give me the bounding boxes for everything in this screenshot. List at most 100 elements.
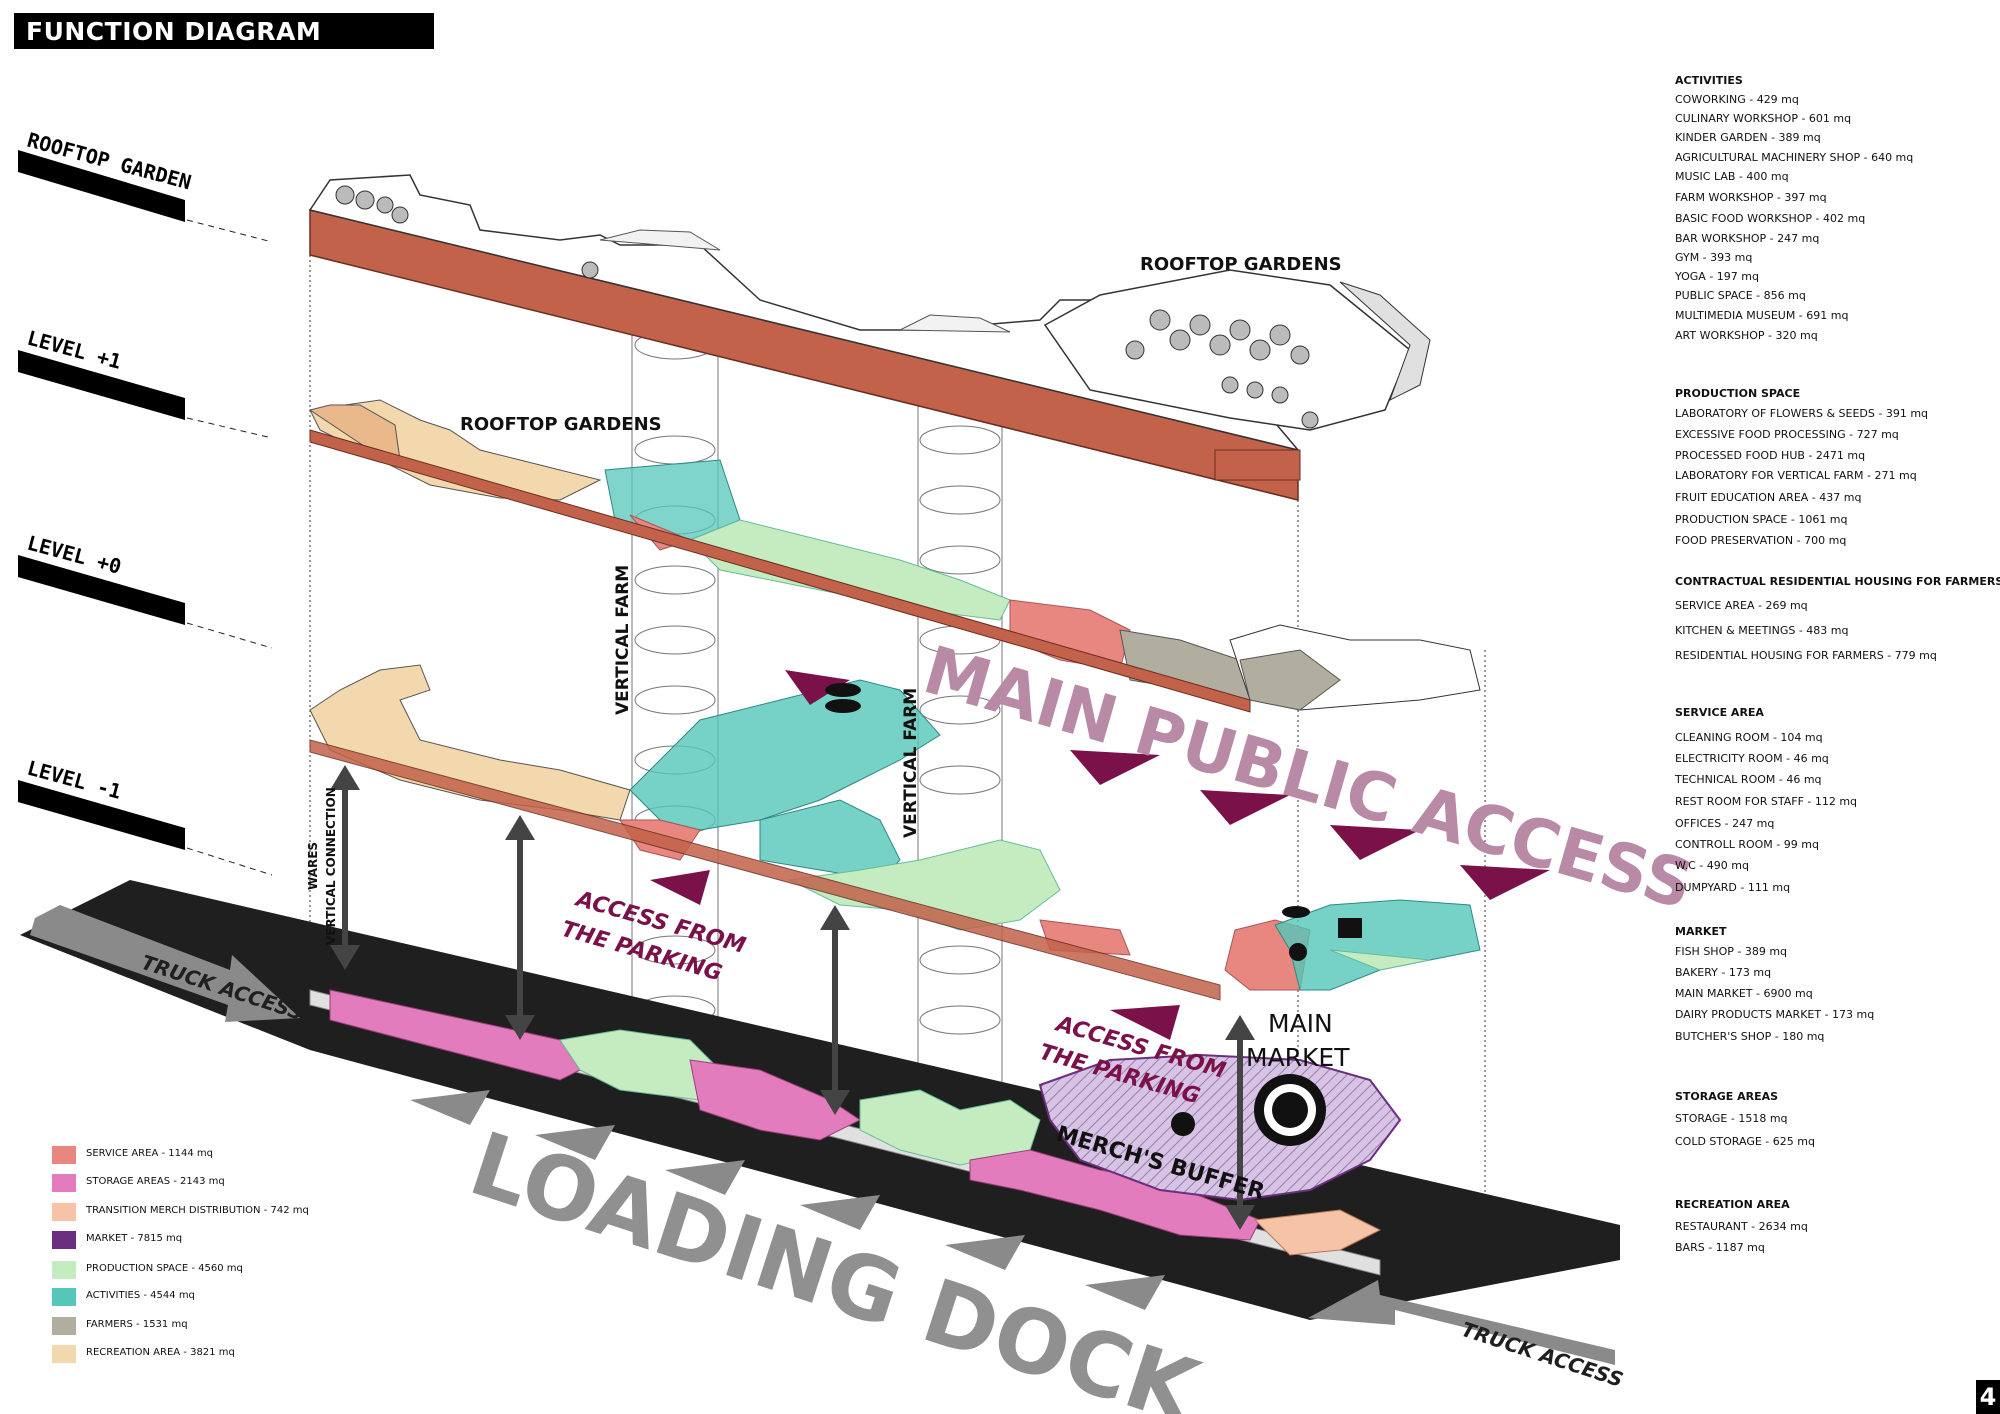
level-label-plus1: LEVEL +1: [18, 326, 273, 439]
level-label-plus0: LEVEL +0: [18, 531, 273, 649]
list-item: AGRICULTURAL MACHINERY SHOP - 640 mq: [1675, 151, 1914, 164]
vertical-connection-label: VERTICAL CONNECTION: [324, 787, 338, 945]
legend-label: ACTIVITIES - 4544 mq: [86, 1290, 195, 1301]
legend-label: STORAGE AREAS - 2143 mq: [86, 1176, 225, 1187]
list-item: STORAGE - 1518 mq: [1675, 1112, 1788, 1125]
list-item: BARS - 1187 mq: [1675, 1241, 1765, 1254]
legend-swatch: [52, 1345, 76, 1363]
list-item: FISH SHOP - 389 mq: [1675, 945, 1788, 958]
list-item: FARM WORKSHOP - 397 mq: [1675, 191, 1827, 204]
section-title-activities: ACTIVITIES: [1675, 74, 1743, 87]
list-item: MAIN MARKET - 6900 mq: [1675, 987, 1813, 1000]
level-plus1: [308, 399, 1481, 713]
legend-swatch: [52, 1174, 76, 1192]
legend-label: RECREATION AREA - 3821 mq: [86, 1347, 235, 1358]
apple-icon: [1171, 1112, 1195, 1136]
section-title-market: MARKET: [1675, 925, 1727, 938]
legend-item-activities: ACTIVITIES - 4544 mq: [52, 1288, 382, 1308]
legend-item-market: MARKET - 7815 mq: [52, 1231, 382, 1251]
list-item: RESTAURANT - 2634 mq: [1675, 1220, 1808, 1233]
list-item: GYM - 393 mq: [1675, 251, 1753, 264]
section-title-production: PRODUCTION SPACE: [1675, 387, 1801, 400]
list-item: PUBLIC SPACE - 856 mq: [1675, 289, 1806, 302]
vertical-farm-label-left: VERTICAL FARM: [613, 565, 633, 715]
list-item: DAIRY PRODUCTS MARKET - 173 mq: [1675, 1008, 1875, 1021]
list-item: CULINARY WORKSHOP - 601 mq: [1675, 112, 1852, 125]
level-minus1: [329, 989, 1402, 1256]
list-item: ELECTRICITY ROOM - 46 mq: [1675, 752, 1829, 765]
list-item: W.C - 490 mq: [1675, 859, 1749, 872]
rooftop-gardens-label-mid: ROOFTOP GARDENS: [460, 414, 662, 435]
main-market-label-line1: MAIN: [1268, 1009, 1333, 1038]
list-item: KITCHEN & MEETINGS - 483 mq: [1675, 624, 1849, 637]
list-item: BAR WORKSHOP - 247 mq: [1675, 232, 1820, 245]
main-market-target-icon: [1254, 1074, 1326, 1146]
list-item: FRUIT EDUCATION AREA - 437 mq: [1675, 491, 1862, 504]
legend-item-recreation: RECREATION AREA - 3821 mq: [52, 1345, 382, 1365]
list-item: SERVICE AREA - 269 mq: [1675, 599, 1808, 612]
legend-item-production: PRODUCTION SPACE - 4560 mq: [52, 1261, 382, 1281]
list-item: PROCESSED FOOD HUB - 2471 mq: [1675, 449, 1866, 462]
list-item: DUMPYARD - 111 mq: [1675, 881, 1791, 894]
level-label-minus1: LEVEL -1: [18, 756, 273, 876]
vertical-farm-label-right: VERTICAL FARM: [901, 688, 921, 838]
legend-item-storage: STORAGE AREAS - 2143 mq: [52, 1174, 382, 1194]
list-item: LABORATORY FOR VERTICAL FARM - 271 mq: [1675, 469, 1917, 482]
section-title-housing: CONTRACTUAL RESIDENTIAL HOUSING FOR FARM…: [1675, 575, 2000, 588]
list-item: KINDER GARDEN - 389 mq: [1675, 131, 1821, 144]
butcher-icon: [1289, 943, 1307, 961]
list-item: BASIC FOOD WORKSHOP - 402 mq: [1675, 212, 1866, 225]
fish-icon: [825, 683, 861, 713]
main-public-access-markers: [650, 670, 1550, 1040]
legend-label: FARMERS - 1531 mq: [86, 1319, 188, 1330]
list-item: COLD STORAGE - 625 mq: [1675, 1135, 1815, 1148]
list-item: OFFICES - 247 mq: [1675, 817, 1775, 830]
main-market-label-line2: MARKET: [1246, 1043, 1350, 1072]
list-item: REST ROOM FOR STAFF - 112 mq: [1675, 795, 1858, 808]
truck-access-arrows: [30, 905, 1615, 1380]
list-item: ART WORKSHOP - 320 mq: [1675, 329, 1818, 342]
list-item: YOGA - 197 mq: [1675, 270, 1759, 283]
legend-swatch: [52, 1317, 76, 1335]
legend-item-farmers: FARMERS - 1531 mq: [52, 1317, 382, 1337]
legend-swatch: [52, 1231, 76, 1249]
list-item: TECHNICAL ROOM - 46 mq: [1675, 773, 1822, 786]
bread-icon: [1282, 906, 1310, 918]
level-plus0: [309, 664, 1481, 1001]
list-item: FOOD PRESERVATION - 700 mq: [1675, 534, 1847, 547]
list-item: RESIDENTIAL HOUSING FOR FARMERS - 779 mq: [1675, 649, 1937, 662]
rooftop-gardens-label-top: ROOFTOP GARDENS: [1140, 254, 1342, 275]
legend-item-transition: TRANSITION MERCH DISTRIBUTION - 742 mq: [52, 1203, 382, 1223]
list-item: LABORATORY OF FLOWERS & SEEDS - 391 mq: [1675, 407, 1929, 420]
page-number: 4: [1976, 1380, 2000, 1414]
list-item: CLEANING ROOM - 104 mq: [1675, 731, 1823, 744]
list-item: MUSIC LAB - 400 mq: [1675, 170, 1789, 183]
legend-label: MARKET - 7815 mq: [86, 1233, 183, 1244]
list-item: MULTIMEDIA MUSEUM - 691 mq: [1675, 309, 1849, 322]
title-bar: FUNCTION DIAGRAM: [14, 13, 434, 49]
rooftop-level: [308, 174, 1431, 501]
list-item: PRODUCTION SPACE - 1061 mq: [1675, 513, 1848, 526]
vertical-connection-arrows: [330, 765, 1255, 1230]
list-item: CONTROLL ROOM - 99 mq: [1675, 838, 1819, 851]
section-title-service: SERVICE AREA: [1675, 706, 1764, 719]
legend-label: PRODUCTION SPACE - 4560 mq: [86, 1263, 243, 1274]
legend-swatch: [52, 1203, 76, 1221]
page-title: FUNCTION DIAGRAM: [26, 17, 322, 46]
legend-swatch: [52, 1146, 76, 1164]
level-label-rooftop: ROOFTOP GARDEN: [18, 128, 273, 243]
dairy-icon: [1338, 918, 1362, 938]
section-title-storage: STORAGE AREAS: [1675, 1090, 1779, 1103]
legend-swatch: [52, 1261, 76, 1279]
legend-label: TRANSITION MERCH DISTRIBUTION - 742 mq: [86, 1205, 309, 1216]
legend-swatch: [52, 1288, 76, 1306]
section-title-recreation: RECREATION AREA: [1675, 1198, 1790, 1211]
legend-label: SERVICE AREA - 1144 mq: [86, 1148, 213, 1159]
list-item: BAKERY - 173 mq: [1675, 966, 1772, 979]
list-item: COWORKING - 429 mq: [1675, 93, 1799, 106]
list-item: BUTCHER'S SHOP - 180 mq: [1675, 1030, 1825, 1043]
rooftop-trees: [335, 185, 1319, 429]
loading-dock-chevrons: [410, 1090, 1165, 1310]
legend-item-service: SERVICE AREA - 1144 mq: [52, 1146, 382, 1166]
